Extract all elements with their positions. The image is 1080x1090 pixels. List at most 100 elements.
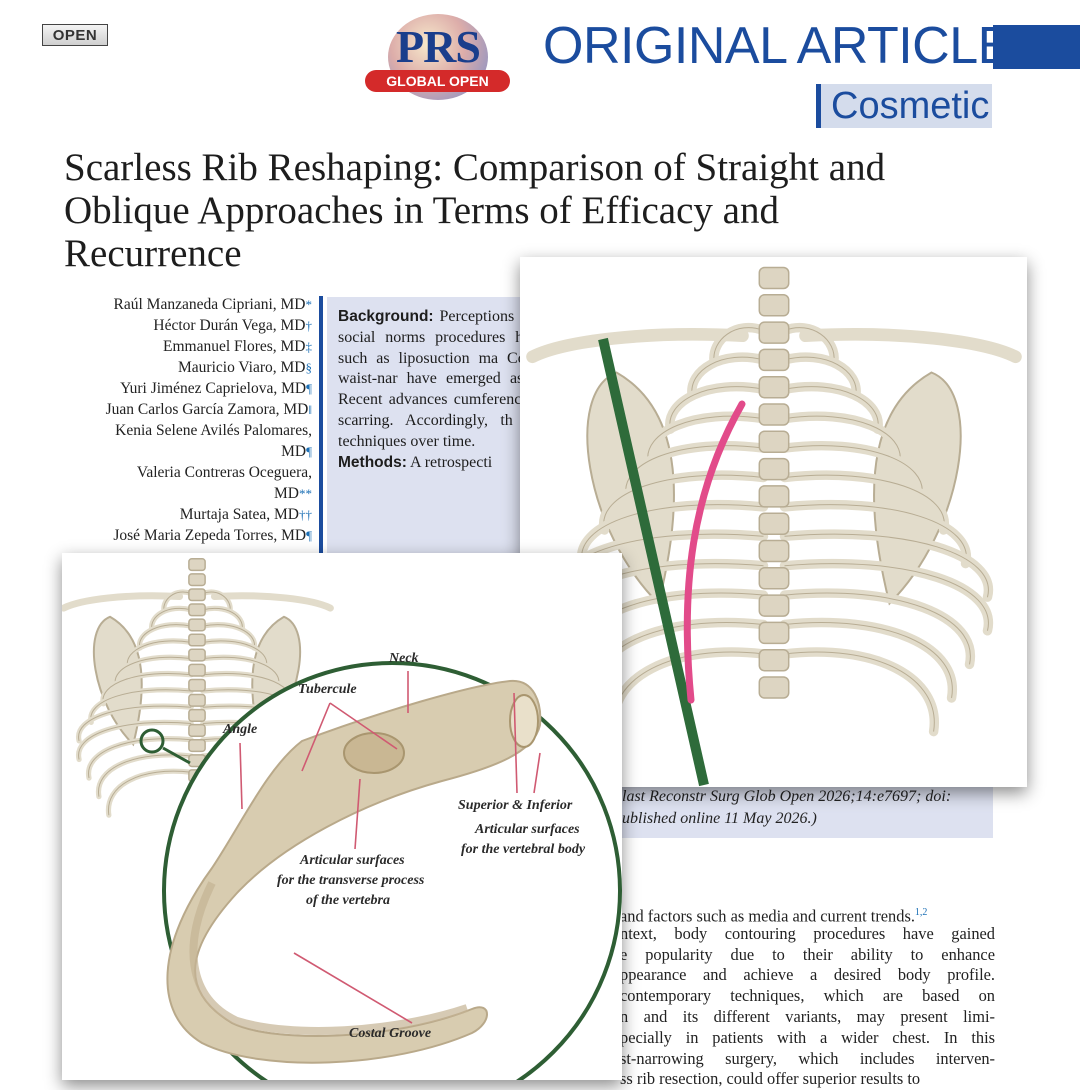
label-angle: Angle <box>223 722 258 737</box>
vertebral-articular-facet <box>509 694 539 748</box>
abstract-box: Background: Perceptions by evolving soci… <box>327 297 527 554</box>
vertebra <box>188 708 206 722</box>
rib-outline <box>625 445 764 497</box>
logo-tagline: GLOBAL OPEN <box>365 70 510 92</box>
rib-outline <box>784 622 953 699</box>
vertebra <box>758 321 790 344</box>
vertebra <box>758 294 790 317</box>
author-line: MD** <box>60 483 312 504</box>
vertebra <box>758 485 790 508</box>
author-line: Yuri Jiménez Caprielova, MD¶ <box>60 378 312 399</box>
label-articular-transverse-2: for the transverse process <box>277 873 425 888</box>
author-line: Juan Carlos García Zamora, MD‖ <box>60 399 312 420</box>
rib-outline <box>102 673 192 704</box>
rib-outline <box>78 721 192 760</box>
author-name: MD <box>281 443 307 460</box>
rib-outline <box>784 386 879 430</box>
author-name: Valeria Contreras Oceguera, <box>136 464 312 481</box>
body-line-text: and factors such as media and current tr… <box>620 906 915 924</box>
vertebra <box>758 567 790 590</box>
author-name: Kenia Selene Avilés Palomares, <box>115 422 312 439</box>
rib-outline <box>784 592 971 665</box>
label-tubercule: Tubercule <box>298 682 357 697</box>
affiliation-mark[interactable]: ¶ <box>306 381 312 396</box>
vertebra <box>758 348 790 372</box>
body-line: contemporary techniques, which are based… <box>620 986 995 1007</box>
rib-outline <box>163 591 192 612</box>
author-name: Raúl Manzaneda Cipriani, MD <box>113 296 306 313</box>
vertebra <box>188 573 206 587</box>
rib-outline <box>202 624 255 649</box>
article-title: Scarless Rib Reshaping: Comparison of St… <box>64 146 886 275</box>
rib-outline <box>784 533 989 598</box>
label-superior-inferior: Superior & Inferior <box>458 798 573 813</box>
right-clavicle <box>210 592 334 612</box>
body-line-text: ntext, body contouring procedures have g… <box>620 923 995 943</box>
affiliation-mark[interactable]: ‖ <box>308 402 312 417</box>
article-type-heading: ORIGINAL ARTICLE <box>543 17 1012 75</box>
vertebra <box>188 588 206 602</box>
label-articular-vertebral-1: Articular surfaces <box>475 822 580 837</box>
body-line-text: st-narrowing surgery, which includes int… <box>620 1048 995 1068</box>
affiliation-mark[interactable]: † <box>305 318 313 333</box>
rib-outline <box>784 327 835 363</box>
category-label: Cosmetic <box>831 85 990 127</box>
rib-outline <box>784 474 945 531</box>
rib-outline <box>202 656 280 686</box>
left-clavicle <box>62 592 184 612</box>
rib-outline <box>581 504 764 564</box>
pointer-line <box>301 702 331 772</box>
rib-outline <box>784 415 901 463</box>
rib-outline <box>603 474 764 531</box>
vertebra <box>758 648 790 672</box>
vertebra <box>188 678 206 692</box>
affiliation-mark[interactable]: § <box>305 360 313 375</box>
rib-outline <box>151 607 192 630</box>
vertebra <box>188 739 206 753</box>
vertebra <box>758 457 790 481</box>
straight-approach-line <box>598 337 709 787</box>
affiliation-mark[interactable]: * <box>305 297 313 312</box>
vertebra <box>188 633 206 647</box>
category-tag: Cosmetic <box>816 84 992 128</box>
affiliation-mark[interactable]: ¶ <box>306 444 312 459</box>
label-costal-groove: Costal Groove <box>349 1026 432 1041</box>
body-line-text: ppearance and achieve a desired body pro… <box>620 965 995 985</box>
rib-outline <box>784 504 967 564</box>
author-name: Juan Carlos García Zamora, MD <box>105 401 309 418</box>
body-line-text: pecially in patients with a wider chest.… <box>620 1027 995 1047</box>
header-accent-bar <box>993 25 1080 69</box>
citation-line: last Reconstr Surg Glob Open 2026;14:e76… <box>622 788 952 805</box>
author-divider <box>319 296 323 554</box>
vertebra <box>758 375 790 399</box>
pointer-line <box>533 752 541 794</box>
vertebra <box>758 512 790 535</box>
pointer-line <box>293 952 413 1024</box>
pointer-line <box>239 742 243 810</box>
abstract-background-text: Perceptions by evolving social norms pro… <box>338 308 527 450</box>
rib-outline <box>784 651 935 732</box>
body-line: and factors such as media and current tr… <box>620 903 995 924</box>
prs-global-open-logo[interactable]: PRS GLOBAL OPEN <box>365 14 510 100</box>
pointer-line <box>329 702 398 750</box>
rib-outline <box>784 563 989 631</box>
citation-line: ublished online 11 May 2026.) <box>622 810 817 827</box>
rib-outline <box>126 640 192 667</box>
rib-outline <box>78 705 192 742</box>
vertebra <box>188 648 206 662</box>
label-articular-transverse-3: of the vertebra <box>306 893 390 908</box>
body-line-text: e popularity due to their ability to enh… <box>620 944 995 964</box>
affiliation-mark[interactable]: †† <box>299 507 312 522</box>
body-line-text: n and its different variants, may presen… <box>620 1006 995 1026</box>
vertebra <box>758 539 790 563</box>
affiliation-mark[interactable]: ¶ <box>306 528 312 543</box>
vertebra <box>758 621 790 645</box>
rib-outline <box>202 591 231 612</box>
affiliation-mark[interactable]: ** <box>299 486 312 501</box>
reference-mark[interactable]: 1,2 <box>914 907 928 918</box>
affiliation-mark[interactable]: ‡ <box>305 339 313 354</box>
author-line: Mauricio Viaro, MD§ <box>60 357 312 378</box>
author-list: Raúl Manzaneda Cipriani, MD*Héctor Durán… <box>60 294 312 546</box>
vertebra <box>758 676 790 699</box>
author-name: MD <box>274 485 299 502</box>
